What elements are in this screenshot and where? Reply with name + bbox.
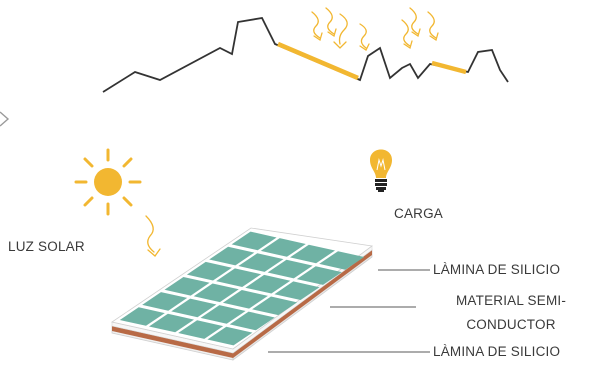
solar-cell xyxy=(171,298,217,318)
solar-cell xyxy=(178,320,224,339)
solar-cell xyxy=(238,253,284,272)
sun-ray-arrow-icon xyxy=(427,11,439,42)
solar-cell xyxy=(260,238,306,257)
sun-ray-arrow-icon xyxy=(325,7,337,38)
solar-cell xyxy=(119,307,165,326)
solar-cell xyxy=(142,292,188,311)
label-silicon-bottom: LÀMINA DE SILICIO xyxy=(433,344,561,359)
roofline xyxy=(102,17,509,93)
solar-cell xyxy=(200,305,246,324)
solar-cell xyxy=(186,261,232,281)
solar-cell xyxy=(149,313,194,333)
solar-panel xyxy=(111,227,374,361)
panel-cells xyxy=(119,231,365,346)
solar-cell xyxy=(229,311,275,331)
solar-cell xyxy=(290,244,335,264)
label-silicon-top: LÀMINA DE SILICIO xyxy=(433,262,561,277)
roof-solar-strip-1 xyxy=(277,41,359,81)
label-semiconductor-line1: MATERIAL SEMI- xyxy=(455,293,567,308)
solar-cell xyxy=(207,326,253,346)
solar-cell xyxy=(231,231,277,251)
sun-ray-arrow-icon xyxy=(333,13,348,49)
solar-cell xyxy=(319,251,365,270)
solar-cell xyxy=(267,259,313,279)
roof-solar-strip-2 xyxy=(431,60,467,75)
sun-icon xyxy=(74,148,142,216)
solar-cell xyxy=(193,283,239,303)
sun-ray-arrow-icon xyxy=(145,215,161,257)
sun-ray-arrow-icon xyxy=(401,19,413,50)
leader-lines xyxy=(268,269,430,353)
light-bulb-icon xyxy=(370,149,392,192)
solar-cell xyxy=(245,274,291,294)
sun-ray-arrow-icon xyxy=(359,23,370,51)
solar-cell xyxy=(222,290,268,309)
solar-cell xyxy=(274,281,320,300)
solar-cell xyxy=(216,268,262,287)
sun-ray-arrow-icon xyxy=(409,7,421,38)
rooftop-skyline xyxy=(102,17,509,93)
solar-cell xyxy=(209,246,255,266)
chevron-right-icon xyxy=(0,111,10,127)
label-luz-solar: LUZ SOLAR xyxy=(8,239,85,254)
solar-cell xyxy=(296,266,342,285)
label-semiconductor-line2: CONDUCTOR xyxy=(466,317,556,332)
label-carga: CARGA xyxy=(394,206,444,221)
solar-cell xyxy=(252,296,298,316)
sun-ray-arrows xyxy=(311,7,439,51)
solar-cell xyxy=(164,277,210,296)
sun-ray-arrow-icon xyxy=(311,11,323,42)
